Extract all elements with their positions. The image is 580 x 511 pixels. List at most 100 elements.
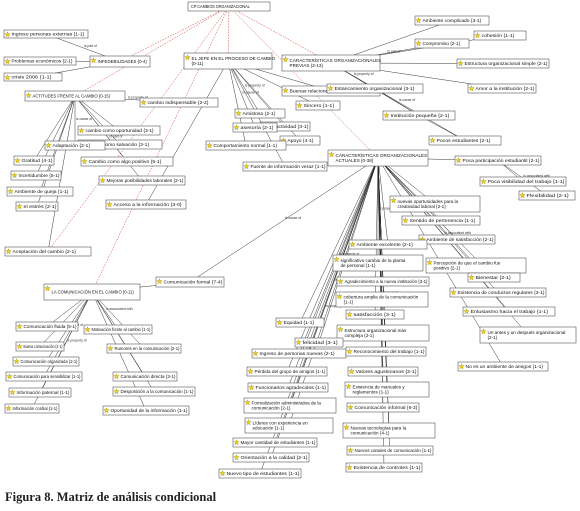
star-icon <box>296 102 303 109</box>
star-icon <box>45 142 52 149</box>
node-n26[interactable]: Fuente de información veraz {1-1} <box>242 161 328 172</box>
star-icon <box>347 404 354 411</box>
node-n17[interactable]: Aceptación del cambio {2-1} <box>4 246 92 257</box>
node-n73[interactable]: LA COMUNICACIÓN EN EL CAMBIO {0-11} <box>43 283 141 301</box>
node-n39[interactable]: Flexibilidad {2-1} <box>518 190 576 201</box>
node-n72[interactable]: Comunicación formal {7-4} <box>155 276 225 288</box>
node-n13[interactable]: el estrés {2-1} <box>15 201 59 212</box>
node-n82[interactable]: Desposición a la comunicación {1-1} <box>112 386 196 397</box>
node-n78[interactable]: Comunicación organizada {2-1} <box>12 356 80 367</box>
node-n74[interactable]: Comunicación fluida {5-1} <box>15 321 79 332</box>
node-n32[interactable]: Estancamiento organizacional {3-1} <box>326 83 424 94</box>
node-n69[interactable]: Orientación a la calidad {2-1} <box>232 452 310 463</box>
node-n21[interactable]: Sincero {1-1} <box>295 100 341 111</box>
node-n49[interactable]: cobertura amplia de la comunicación{1-1} <box>335 291 429 308</box>
node-n4[interactable]: crisis 2006 {1-1} <box>3 72 63 82</box>
node-n42[interactable]: Ambiente de satisfacción {2-1} <box>418 234 496 245</box>
node-n25[interactable]: Comportamiento normal {1-1} <box>205 140 287 151</box>
node-n1[interactable]: Ingreso personas externas {1-1} <box>3 29 89 39</box>
node-n57[interactable]: Ingreso de personas nuevas {2-1} <box>251 348 347 359</box>
node-n16[interactable]: Acceso a la información {3-0} <box>105 199 187 210</box>
node-box <box>3 29 89 39</box>
node-n7[interactable]: cambio como oportunidad {3-1} <box>77 125 161 136</box>
node-n33[interactable]: Amor a la institución {2-1} <box>467 83 537 94</box>
node-box <box>457 361 549 372</box>
node-n52[interactable]: Un antes y un después organizacional{2-1… <box>479 326 577 344</box>
node-n37[interactable]: Poca participación estudiantil {2-1} <box>454 155 542 166</box>
node-label: Información paternal {1-1} <box>17 390 70 395</box>
node-box <box>347 366 419 377</box>
node-n67[interactable]: Mayor cantidad de estudiantes {1-1} <box>232 437 318 448</box>
node-n51[interactable]: Entusiasmo hacia el trabajo {1-1} <box>462 306 556 317</box>
dashed-edge <box>74 6 230 97</box>
node-n30[interactable]: cohesión {1-1} <box>473 30 527 41</box>
node-n83[interactable]: Información cordial {1-1} <box>4 403 60 414</box>
node-n11[interactable]: Incertidumbre {5-1} <box>10 170 62 181</box>
node-box <box>344 381 430 398</box>
node-n31[interactable]: Estructura organizacional simple {2-1} <box>456 58 550 69</box>
node-n79[interactable]: Comunicación para sensibilizar {1-1} <box>5 371 83 382</box>
node-n81[interactable]: Información paternal {1-1} <box>8 387 72 398</box>
node-n75[interactable]: Motivación frente al cambio {1-1} <box>83 324 153 335</box>
node-n20[interactable]: Amistoso {2-1} <box>234 108 286 119</box>
node-n28[interactable]: Ambiente complicado {3-1} <box>414 15 490 26</box>
node-label: crisis 2006 {1-1} <box>12 74 53 79</box>
star-icon <box>468 274 475 281</box>
edge-label: is cause of <box>76 117 92 121</box>
node-n35[interactable]: Pocos estudiantes {2-1} <box>428 135 502 146</box>
node-n9[interactable]: Adaptación {2-1} <box>44 140 106 151</box>
node-n76[interactable]: Buena comunicación {2-1} <box>15 341 65 352</box>
node-n12[interactable]: Ambiente de queja {1-1} <box>6 186 74 197</box>
node-n60[interactable]: Pérdida del grupo de amigos {1-1} <box>246 366 328 377</box>
node-n56[interactable]: felicidad {3-1} <box>294 337 344 348</box>
node-n43[interactable]: Ambiente excelente {2-1} <box>348 239 428 250</box>
node-n18[interactable]: EL JEFE EN EL PROCESO DE CAMBIO{0-11} <box>183 52 276 70</box>
node-root[interactable]: CP:CAMBIOS ORGANIZACIONAL <box>187 1 271 12</box>
node-n5[interactable]: ACTITUDES FRENTE AL CAMBIO {0-15} <box>24 90 126 102</box>
node-label: Flexibilidad {2-1} <box>527 193 570 198</box>
node-n34[interactable]: Institución pequeña {2-1} <box>382 110 456 121</box>
node-n29[interactable]: Compromiso {2-1} <box>414 38 470 49</box>
node-n64[interactable]: Comunicación informal {6-2} <box>346 402 420 413</box>
node-n3[interactable]: INFEDEBILIDADES {0-4} <box>89 55 151 68</box>
node-n70[interactable]: Existencia de controles {1-1} <box>345 462 423 473</box>
node-n55[interactable]: Equidad {1-1} <box>275 317 325 328</box>
node-n61[interactable]: Funcionarios agradecidos {1-1} <box>247 382 329 393</box>
edge-label: is cause of <box>399 98 415 102</box>
node-n23[interactable]: asesoría {2-1} <box>232 122 278 133</box>
node-n54[interactable]: No es un ambiente de amigos {1-1} <box>457 361 549 372</box>
node-n10[interactable]: Gratitud {4-1} <box>13 155 55 166</box>
node-n50[interactable]: satisfacción {3-1} <box>345 309 405 320</box>
node-n84[interactable]: Oportunidad de la información {1-1} <box>102 405 190 416</box>
node-n48[interactable]: Existencia de conductos regulares {3-1} <box>449 287 547 298</box>
node-n68[interactable]: Nuevos canales de comunicación {1-1} <box>346 445 434 456</box>
star-icon <box>206 142 213 149</box>
node-n71[interactable]: Nuevo tipo de estudiantes {1-1} <box>218 468 302 479</box>
node-n38[interactable]: Poca visibilidad del trabajo {1-1} <box>479 176 567 187</box>
node-n46[interactable]: Agradecimiento a la nueva institución {3… <box>336 276 430 287</box>
node-n47[interactable]: Bienestar {2-1} <box>467 272 521 283</box>
node-n6[interactable]: cambio indispensable {2-2} <box>139 97 219 108</box>
node-n15[interactable]: Mejoras posibilidades laborales {2-1} <box>98 175 186 186</box>
node-n80[interactable]: Comunicación directa {3-1} <box>112 371 178 382</box>
node-label: Pocos estudiantes {2-1} <box>437 138 492 143</box>
node-n77[interactable]: Rumores en la comunicación {2-1} <box>106 343 182 354</box>
relation-edge <box>74 95 120 131</box>
node-n14[interactable]: Cambio como algo positivo {5-1} <box>80 156 174 167</box>
node-label: Poca visibilidad del trabajo {1-1} <box>488 179 566 184</box>
node-n41[interactable]: Sentido de pertenencia {1-1} <box>401 215 481 226</box>
node-n58[interactable]: Reconocimiento del trabajo {1-1} <box>345 346 427 357</box>
node-n59[interactable]: Valores agustinianos {2-1} <box>347 366 419 377</box>
node-n2[interactable]: Problemas económicos {2-1} <box>3 56 77 66</box>
